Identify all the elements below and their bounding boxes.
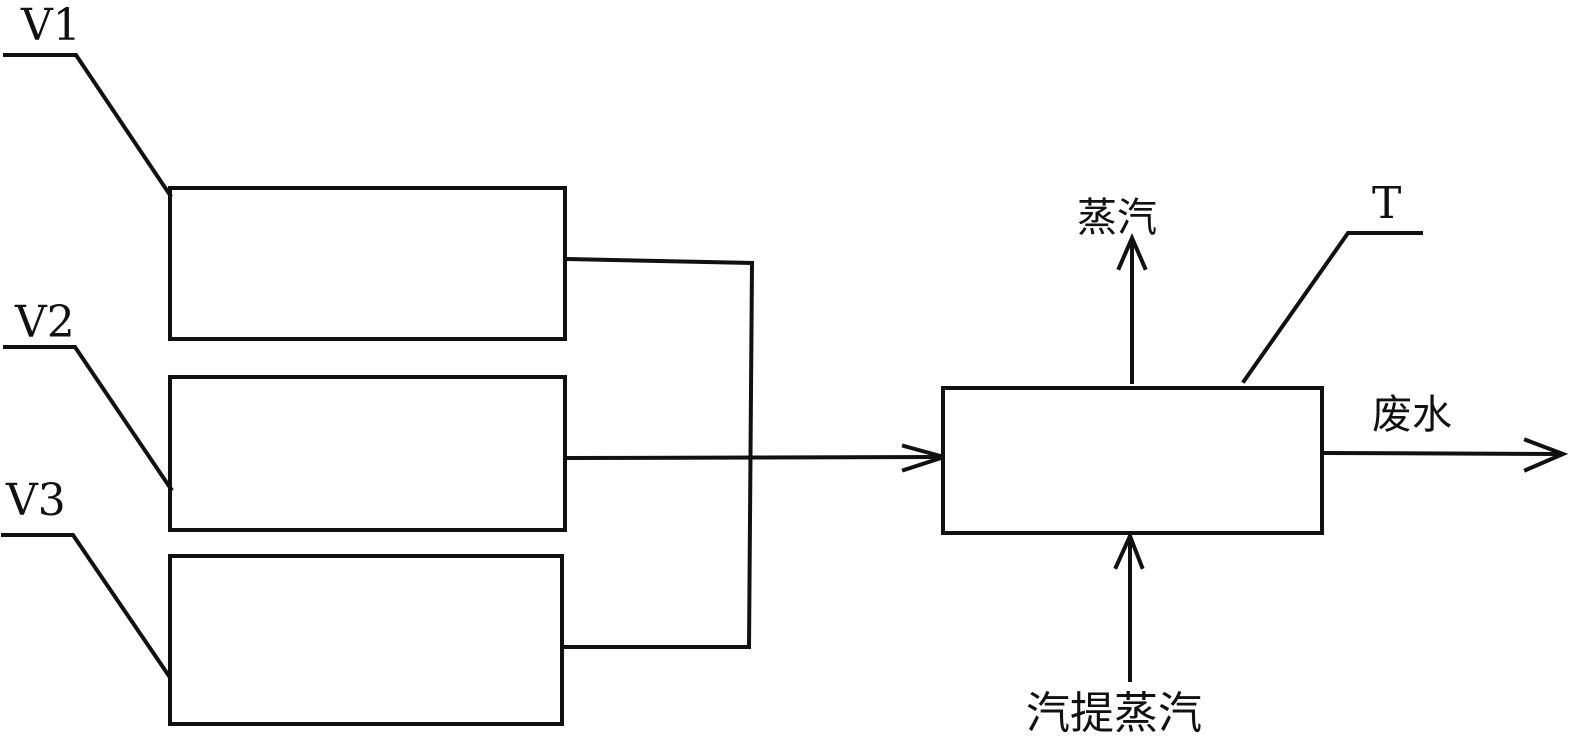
waste-water-label: 废水 xyxy=(1372,392,1452,438)
v2-outlet-pipe xyxy=(565,454,943,461)
v2-label: V2 xyxy=(14,297,75,348)
v1-label: V1 xyxy=(20,0,81,51)
v3-leader-line xyxy=(1,533,172,679)
steam-outlet-arrowhead xyxy=(1116,232,1148,271)
steam-top-label: 蒸汽 xyxy=(1077,195,1157,241)
t-label: T xyxy=(1372,178,1401,229)
v1-leader-line xyxy=(3,53,173,198)
waste-water-line xyxy=(1322,450,1563,457)
vessel-v3-box xyxy=(168,554,564,726)
v3-label: V3 xyxy=(5,475,66,526)
t-leader-line xyxy=(1241,231,1423,384)
v1-outlet-pipe xyxy=(563,256,755,649)
stripper-t-box xyxy=(941,386,1324,535)
stripping-steam-arrowhead xyxy=(1113,530,1145,570)
vessel-v1-box xyxy=(168,186,567,341)
waste-water-arrowhead xyxy=(1523,437,1569,473)
vessel-v2-box xyxy=(168,375,567,532)
stripping-steam-label: 汽提蒸汽 xyxy=(1026,688,1202,737)
v2-leader-line xyxy=(3,345,174,492)
